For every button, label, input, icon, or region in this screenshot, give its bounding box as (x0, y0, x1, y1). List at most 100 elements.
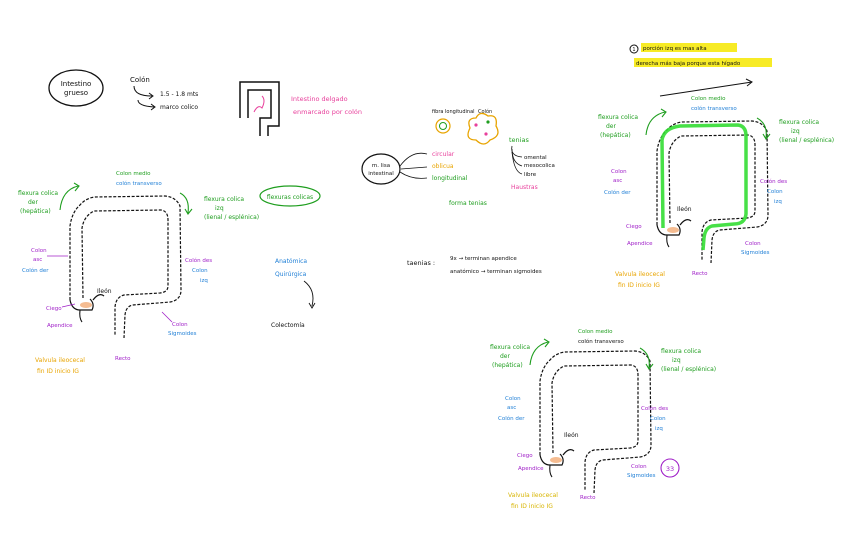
muscle-line1: m. lisa (372, 163, 390, 169)
d3-flex-izq-3: (lienal / esplénica) (661, 366, 716, 373)
d2-colon-medio-1: Colon medio (691, 96, 726, 102)
d1-ciego: Ciego (46, 306, 62, 312)
d3-apendice: Apendice (518, 466, 544, 472)
d2-apendice: Apendice (627, 241, 653, 247)
colon-word: Colón (130, 76, 150, 84)
d1-apendice: Apendice (47, 323, 73, 329)
colon-diagram-top-right: Colon medio colón transverso flexura col… (598, 96, 834, 289)
d3-ileon: Ileón (564, 432, 579, 439)
d1-valvula-2: fin ID inicio IG (37, 368, 79, 375)
d1-colon-des-1: Colón des (185, 257, 212, 264)
frame-text: marco colico (160, 104, 198, 111)
d1-colon-medio-2: colón transverso (116, 180, 162, 187)
d3-colon-sig-2: Sigmoides (627, 473, 656, 479)
title-line1: Intestino (61, 80, 92, 88)
d3-flex-der-1: flexura colica (490, 344, 530, 351)
d3-colon-asc-2: asc (507, 405, 516, 411)
d2-flex-der-3: (hepática) (600, 132, 631, 139)
colon-diagram-bottom: Colon medio colón transverso flexura col… (490, 329, 716, 510)
d2-flex-der-1: flexura colica (598, 114, 638, 121)
title-line2: grueso (64, 89, 88, 97)
d1-colon-sig-1: Colon (172, 322, 188, 328)
tenias-colon: taenias : (407, 259, 435, 267)
d2-flex-izq-2: izq (791, 128, 800, 135)
d2-valvula-1: Valvula ileocecal (615, 271, 665, 278)
note-number: 1 (632, 47, 635, 53)
d1-valvula-1: Valvula ileocecal (35, 357, 85, 364)
muscle-bubble (361, 153, 401, 185)
d1-flex-izq-3: (lienal / esplénica) (204, 214, 259, 221)
d2-colon-sig-1: Colon (745, 241, 761, 247)
d1-colon-asc-2: asc (33, 257, 42, 263)
d1-colon-des-2: Colon (192, 268, 208, 274)
d1-colon-medio-1: Colon medio (116, 171, 151, 177)
formula-line2: anatómico → terminan sigmoides (450, 268, 542, 275)
page-badge-circle (660, 458, 680, 478)
note-highlight-1 (641, 43, 737, 52)
d2-colon-des-1: Colón des (760, 178, 787, 185)
d3-colon-des-1: Colón des (641, 405, 668, 412)
d3-colon-der: Colón der (498, 415, 525, 422)
d2-colon-des-2: Colon (767, 189, 783, 195)
upward-arrow (659, 81, 753, 97)
page-badge: 33 (666, 465, 674, 473)
d3-ciego: Ciego (517, 453, 533, 459)
anatomica-label: Anatómica (275, 258, 307, 265)
d2-ileon: Ileón (677, 206, 692, 213)
haustras-label: Haustras (511, 184, 538, 191)
d1-flex-izq-2: izq (215, 205, 224, 212)
d3-flex-izq-2: izq (672, 357, 681, 364)
d3-colon-des-2: Colon (650, 416, 666, 422)
note-number-circle (629, 44, 639, 54)
quirurgica-label: Quirúrgica (275, 271, 307, 278)
d2-flex-der-2: der (606, 123, 617, 130)
title-bubble (48, 69, 104, 107)
formula-line1: 9x → terminan apendice (450, 256, 517, 262)
d3-colon-asc-1: Colon (505, 396, 521, 402)
d3-flex-izq-1: flexura colica (661, 348, 701, 355)
d1-flex-der-1: flexura colica (18, 190, 58, 197)
d3-valvula-1: Valvula ileocecal (508, 492, 558, 499)
fibers-label: fibra longitudinal (432, 109, 475, 115)
circular-label: circular (432, 151, 455, 158)
d1-flex-der-3: (hepática) (20, 208, 51, 215)
frame-sketch (239, 81, 280, 136)
d1-flex-izq-1: flexura colica (204, 196, 244, 203)
flexuras-text: flexuras colicas (267, 194, 313, 201)
note-line1: Intestino delgado (291, 95, 348, 103)
d3-colon-des-3: izq (655, 426, 663, 432)
colon-label: Colón (478, 108, 492, 115)
d3-flex-der-3: (hepática) (492, 362, 523, 369)
d2-colon-sig-2: Sigmoides (741, 250, 770, 256)
d1-recto: Recto (115, 356, 131, 362)
d2-flex-izq-1: flexura colica (779, 119, 819, 126)
flexuras-badge (259, 185, 321, 207)
d1-colon-sig-2: Sigmoides (168, 331, 197, 337)
d2-colon-asc-2: asc (613, 178, 622, 184)
d1-ileon: Ileón (97, 288, 112, 295)
d3-colon-medio-1: Colon medio (578, 329, 613, 335)
colectomia-label: Colectomía (271, 322, 305, 329)
tenias-label: tenias (509, 136, 529, 144)
note-line2-text: derecha más baja porque esta hígado (636, 60, 741, 67)
d3-flex-der-2: der (500, 353, 511, 360)
mesocolica-label: mesocolica (524, 163, 555, 169)
omental-label: omental (524, 155, 547, 161)
note-line2: enmarcado por colón (293, 108, 362, 116)
tenias-form: forma tenias (449, 200, 487, 207)
muscle-line2: intestinal (368, 171, 394, 177)
colon-highlight (660, 123, 748, 251)
colon-diagram-left: Colon medio colón transverso flexura col… (18, 171, 259, 375)
d2-valvula-2: fin ID inicio IG (618, 282, 660, 289)
colon-cross-section (467, 112, 499, 145)
d2-colon-der: Colón der (604, 189, 631, 196)
d3-valvula-2: fin ID inicio IG (511, 503, 553, 510)
d3-colon-sig-1: Colon (631, 464, 647, 470)
arrow-curve (133, 85, 153, 97)
d2-flex-izq-3: (lienal / esplénica) (779, 137, 834, 144)
length-text: 1.5 - 1.8 mts (160, 91, 198, 98)
longitudinal-label: longitudinal (432, 175, 468, 182)
note-highlight-2 (634, 58, 772, 67)
d3-colon-medio-2: colón transverso (578, 338, 624, 345)
